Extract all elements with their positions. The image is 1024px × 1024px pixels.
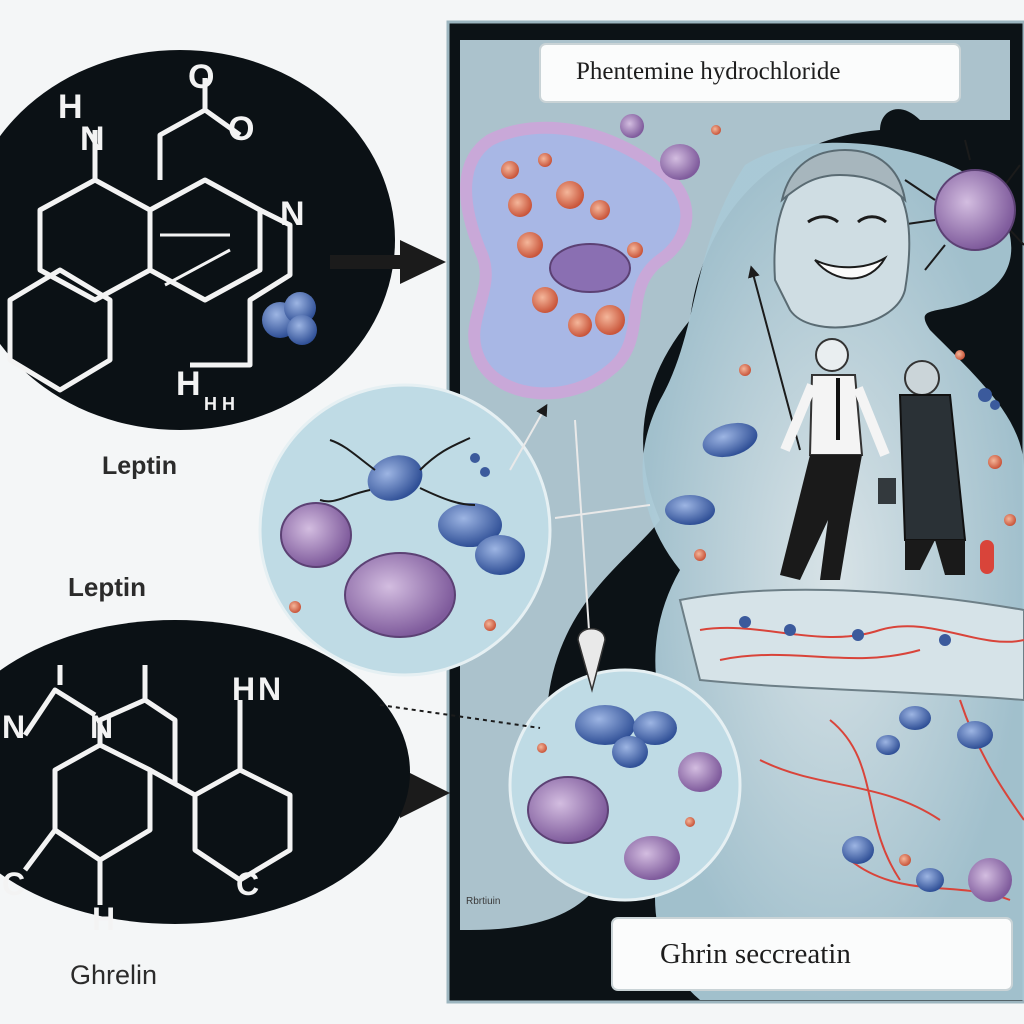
right-blue-cells — [665, 350, 1016, 574]
atom-label: H — [58, 88, 83, 126]
molecule-top-structure — [7, 78, 293, 393]
molecule-top-atoms: H N O O N H H H — [58, 58, 305, 414]
molecule-bottom-circle — [0, 620, 410, 924]
label-ghrelin: Ghrelin — [70, 960, 158, 990]
walking-man-left — [780, 338, 890, 580]
caption-box — [611, 917, 1013, 991]
atom-label: O — [228, 110, 254, 148]
middle-filaments — [319, 437, 476, 506]
molecule-bottom-atoms: N N H N C C H — [2, 671, 281, 937]
signal-arrow — [748, 265, 801, 451]
blue-protein-cluster — [262, 292, 317, 345]
atom-label: N — [80, 120, 105, 158]
pointer-line — [554, 504, 651, 519]
pointer-line — [574, 419, 591, 646]
walking-man-right — [878, 360, 967, 575]
fat-cell-droplets — [501, 153, 643, 337]
atom-label: H — [232, 671, 255, 707]
tissue-cells — [739, 616, 1012, 902]
arrow-top-head — [400, 240, 446, 284]
atom-label: H — [222, 394, 235, 414]
arrow-bottom-head — [400, 768, 450, 818]
pointer-drop — [577, 628, 606, 693]
atom-label: C — [2, 866, 25, 902]
blood-vessels — [699, 625, 1024, 901]
caption-text: Ghrin seccreatin — [660, 938, 851, 970]
title-text: Phentemine hydrochloride — [576, 58, 841, 85]
tissue-layer — [678, 588, 1024, 702]
atom-label: N — [280, 195, 305, 233]
bottom-bubble-cells — [527, 705, 722, 880]
smiling-man-face — [773, 148, 911, 329]
label-leptin-middle: Leptin — [68, 572, 146, 602]
floating-cells-top — [620, 114, 721, 180]
atom-label: H — [92, 901, 115, 937]
atom-label: N — [2, 709, 25, 745]
pointer-line — [509, 403, 548, 471]
molecule-bottom-structure — [22, 665, 293, 905]
atom-label: C — [236, 866, 259, 902]
pointer-line — [379, 704, 541, 729]
title-box — [539, 43, 961, 103]
atom-label: N — [258, 671, 281, 707]
atom-label: O — [188, 58, 214, 96]
atom-label: H — [176, 365, 201, 403]
label-leptin-top: Leptin — [102, 452, 177, 480]
middle-cells — [280, 453, 525, 638]
atom-label: N — [90, 709, 113, 745]
atom-label: H — [204, 394, 217, 414]
signature-text: Rbrtiuin — [466, 896, 501, 907]
